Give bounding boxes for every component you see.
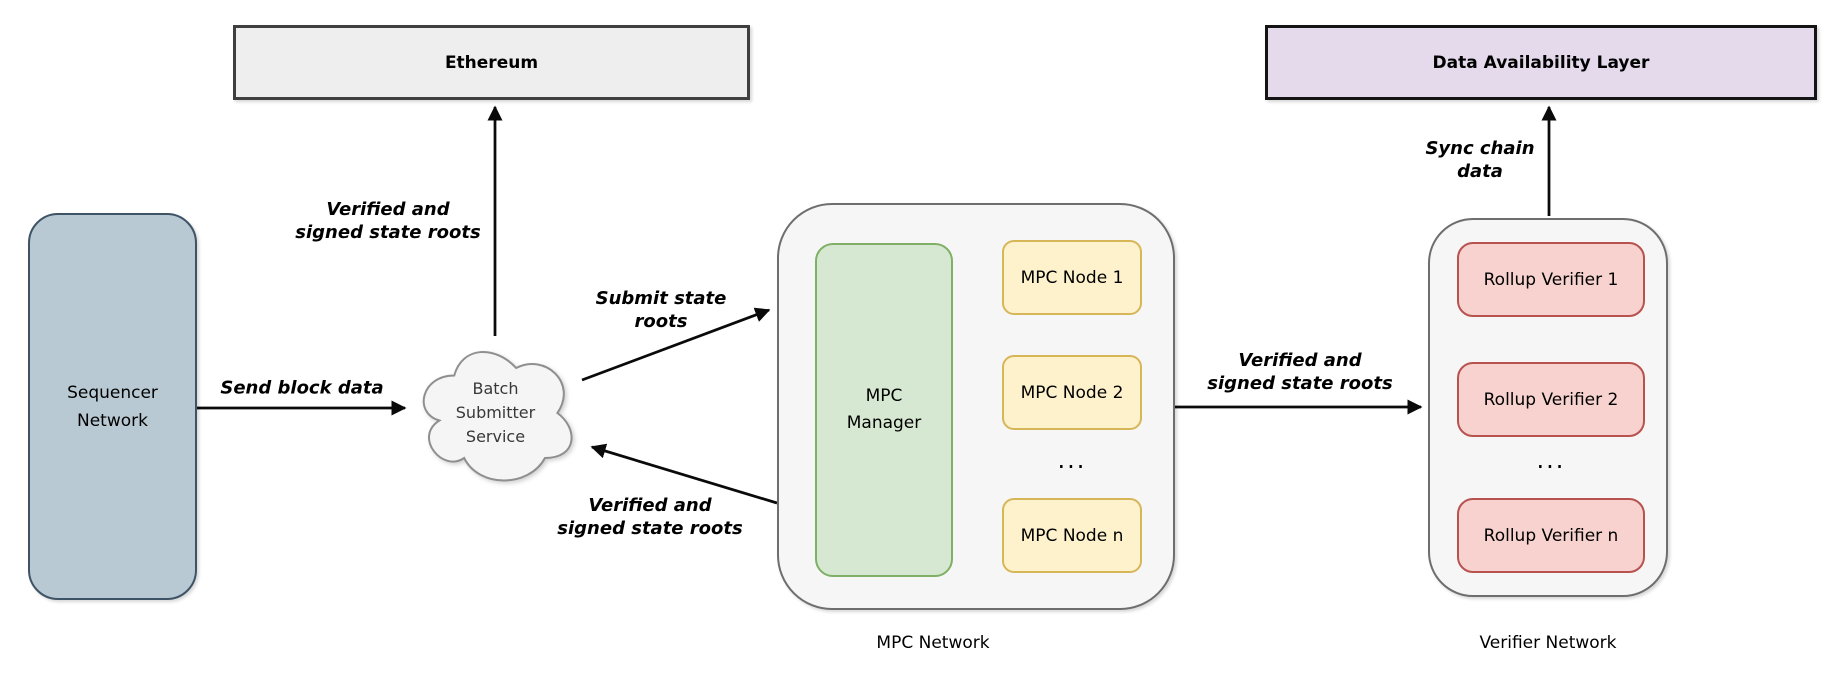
node-rollup-verifier-1: Rollup Verifier 1 [1457,242,1645,317]
edge-label-verified-roots-to-batch-submitter: Verified and signed state roots [557,495,743,539]
node-sequencer-network: Sequencer Network [28,213,197,600]
node-rollup-verifier-n: Rollup Verifier n [1457,498,1645,573]
edge-label-submit-state-roots: Submit state roots [595,288,727,332]
arrow-verified-roots-to-batch-submitter [590,443,778,505]
label-mpc-network: MPC Network [876,633,990,653]
edge-label-verified-roots-to-verifier-network: Verified and signed state roots [1207,350,1393,394]
edge-label-send-block-data: Send block data [220,377,384,399]
arrow-submit-state-roots [581,307,771,382]
verifier-nodes-ellipsis: ... [1536,446,1566,474]
node-data-availability-layer: Data Availability Layer [1265,25,1817,100]
node-ethereum: Ethereum [233,25,750,100]
edge-label-verified-roots-to-ethereum: Verified and signed state roots [295,199,481,243]
node-mpc-node-2: MPC Node 2 [1002,355,1142,430]
node-mpc-manager: MPC Manager [815,243,953,577]
node-mpc-node-n: MPC Node n [1002,498,1142,573]
node-rollup-verifier-2: Rollup Verifier 2 [1457,362,1645,437]
edge-label-sync-chain-data: Sync chain data [1425,138,1535,182]
node-batch-submitter-service: Batch Submitter Service [455,379,536,446]
label-verifier-network: Verifier Network [1479,633,1617,653]
node-mpc-node-1: MPC Node 1 [1002,240,1142,315]
batch-submitter-cloud-shape [422,351,573,482]
mpc-nodes-ellipsis: ... [1057,446,1087,474]
